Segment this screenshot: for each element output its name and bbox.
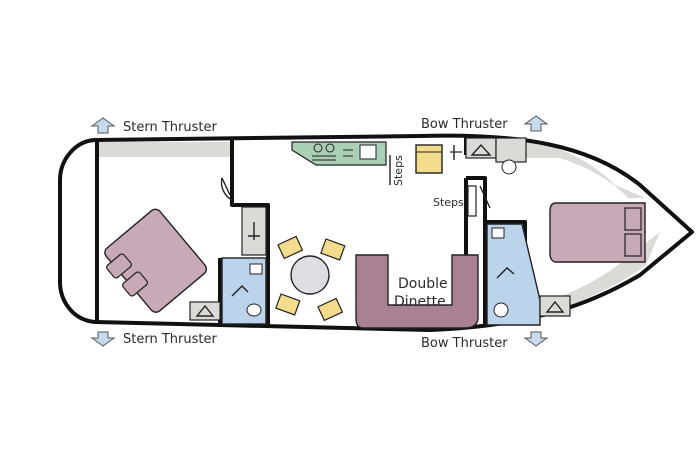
galley-steps: Steps xyxy=(389,155,405,186)
chair xyxy=(277,235,304,260)
dinette-label-line2: Dinette xyxy=(394,294,446,310)
bow-thruster-top-label: Bow Thruster xyxy=(421,117,508,132)
hanger-icon xyxy=(248,222,260,240)
stern-thruster-bottom-label: Stern Thruster xyxy=(123,332,217,347)
double-dinette: Double Dinette xyxy=(355,254,479,329)
stern-thruster-top-arrow-icon xyxy=(90,117,116,134)
sink-icon xyxy=(491,227,505,239)
shower-icon xyxy=(231,285,249,297)
steps-galley-label: Steps xyxy=(392,155,405,186)
bow-thruster-bottom-label: Bow Thruster xyxy=(421,336,508,351)
chair xyxy=(320,238,346,261)
stern-hanger xyxy=(189,301,221,321)
chair xyxy=(275,293,301,316)
shower-icon xyxy=(496,267,515,279)
toilet-icon xyxy=(501,159,517,175)
dining-table xyxy=(290,255,330,295)
hanger-icon xyxy=(470,143,492,156)
bow-thruster-bottom-arrow-icon xyxy=(523,331,549,347)
dinette-label-line1: Double xyxy=(398,276,448,292)
sink-icon xyxy=(359,144,377,160)
stern-wardrobe xyxy=(241,206,267,256)
helm-wheel-icon xyxy=(450,145,462,160)
stern-thruster-bottom-arrow-icon xyxy=(90,331,116,347)
dining-area xyxy=(275,235,346,322)
storage-chest xyxy=(415,144,443,174)
stern-thruster-top-label: Stern Thruster xyxy=(123,120,217,135)
walkway xyxy=(97,140,660,315)
chair xyxy=(317,297,344,322)
bow-bed xyxy=(549,202,646,263)
sink-icon xyxy=(249,263,263,275)
hob-icon xyxy=(312,143,336,161)
steps-forward-label: Steps xyxy=(433,196,464,209)
galley xyxy=(291,141,387,166)
stern-bathroom xyxy=(221,257,267,325)
toilet-icon xyxy=(493,302,509,318)
forward-bathroom xyxy=(486,223,541,326)
forward-hanger xyxy=(465,137,497,159)
stern-door xyxy=(220,177,233,201)
bow-thruster-top-arrow-icon xyxy=(523,115,549,132)
hanger-icon xyxy=(545,300,565,313)
stern-bed xyxy=(104,208,208,313)
toilet-icon xyxy=(246,303,262,317)
forward-wc-top xyxy=(495,137,527,175)
forward-hanger-bottom xyxy=(539,295,571,317)
hanger-icon xyxy=(195,304,215,317)
forward-steps: Steps xyxy=(433,185,491,217)
